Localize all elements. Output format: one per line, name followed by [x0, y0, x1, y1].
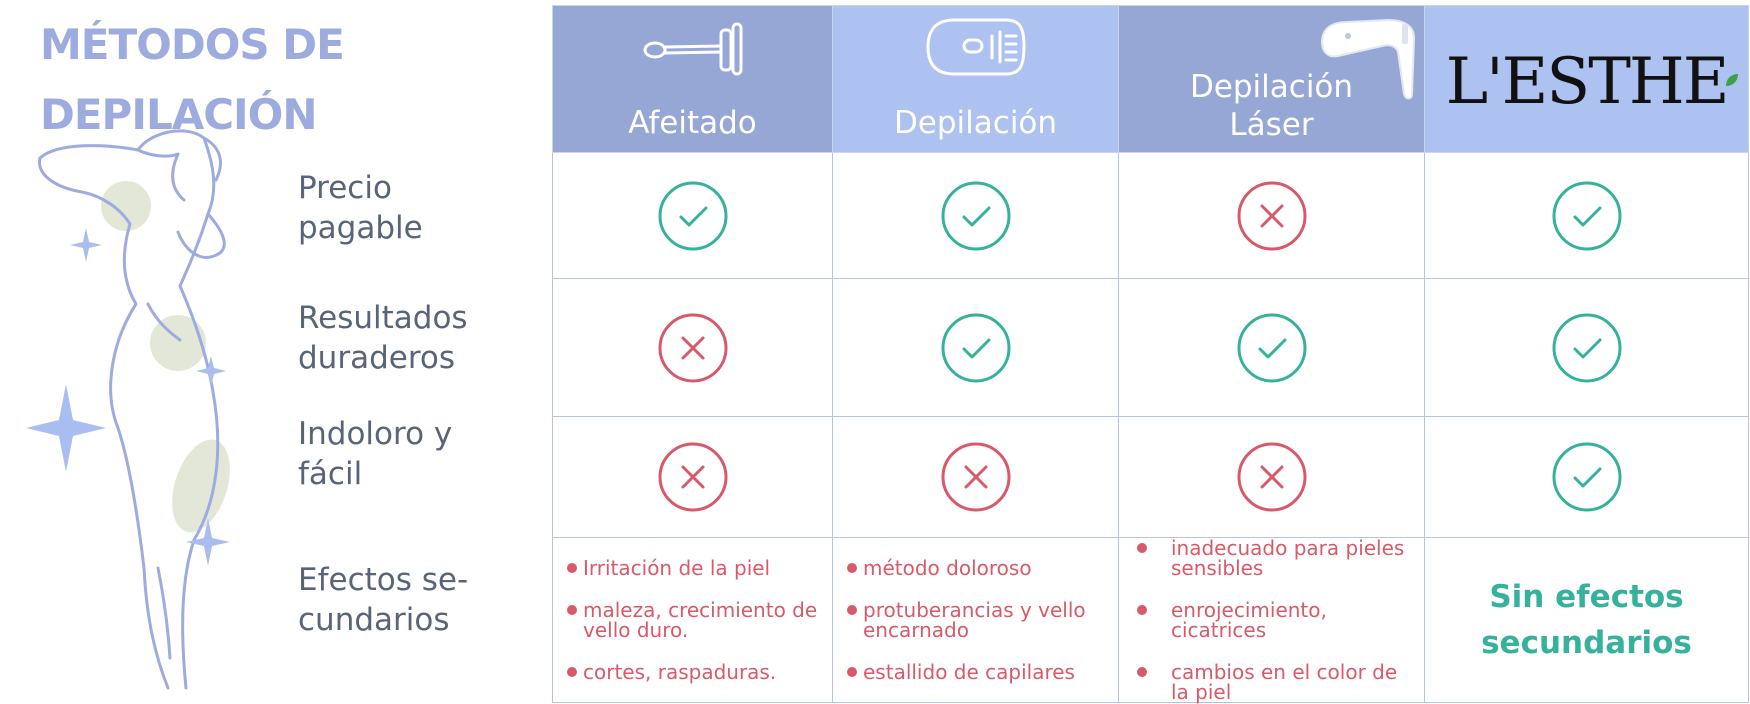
razor-icon: [643, 22, 742, 76]
cell-afeitado-precio: [552, 152, 833, 279]
check-icon: [1552, 442, 1621, 512]
no-side-effects-text: Sin efectos secundarios: [1425, 574, 1748, 666]
cell-laser-indoloro: [1118, 416, 1425, 538]
check-icon: [1237, 313, 1306, 382]
cell-depilacion-resultados: [832, 278, 1119, 417]
table-row: [552, 278, 1749, 417]
row-label-line: Indoloro y: [298, 416, 453, 452]
header-label-line: Depilación: [1189, 69, 1354, 105]
list-item: estallido de capilares: [847, 662, 1112, 682]
laser-device-icon: [1320, 18, 1416, 100]
row-label-line: Precio: [298, 170, 392, 206]
cell-depilacion-efectos: método doloroso protuberancias y vello e…: [832, 537, 1119, 703]
list-item: Irritación de la piel: [567, 558, 826, 578]
header-label: Depilación: [893, 105, 1058, 141]
comparison-table: Afeitado Depilación Depilación Lás: [552, 5, 1749, 703]
row-label-precio-pagable: Precio pagable: [298, 168, 423, 248]
cross-icon: [658, 313, 727, 382]
cross-icon: [658, 442, 727, 512]
cross-icon: [941, 442, 1010, 512]
cell-afeitado-indoloro: [552, 416, 833, 538]
check-icon: [1552, 313, 1621, 382]
cell-lesthe-precio: [1424, 152, 1749, 279]
cell-depilacion-indoloro: [832, 416, 1119, 538]
list-item: protuberancias y vello encarnado: [847, 600, 1112, 640]
check-icon: [941, 181, 1010, 250]
header-afeitado: Afeitado: [552, 5, 833, 153]
row-label-line: fácil: [298, 456, 363, 492]
table-row: Irritación de la piel maleza, crecimient…: [552, 537, 1749, 703]
header-label: Depilación Láser: [1119, 68, 1424, 152]
list-item: maleza, crecimiento de vello duro.: [567, 600, 826, 640]
table-header-row: Afeitado Depilación Depilación Lás: [552, 5, 1749, 153]
row-label-resultados-duraderos: Resultados duraderos: [298, 298, 468, 378]
brand-logo: L'ESTHE: [1445, 45, 1730, 119]
cell-laser-resultados: [1118, 278, 1425, 417]
cell-lesthe-resultados: [1424, 278, 1749, 417]
cell-laser-precio: [1118, 152, 1425, 279]
row-label-line: duraderos: [298, 340, 455, 376]
row-label-line: cundarios: [298, 602, 450, 638]
row-label-line: pagable: [298, 210, 423, 246]
epilator-icon: [925, 18, 1026, 76]
check-icon: [658, 181, 727, 250]
no-side-effects-line: Sin efectos: [1489, 579, 1684, 615]
check-icon: [1552, 181, 1621, 250]
page-title-line1: MÉTODOS DE: [40, 20, 345, 69]
list-item: método doloroso: [847, 558, 1112, 578]
cell-laser-efectos: inadecuado para pieles sensibles enrojec…: [1118, 537, 1425, 703]
side-effects-list: método doloroso protuberancias y vello e…: [833, 558, 1118, 682]
header-label: Afeitado: [628, 105, 757, 141]
leaf-icon: [1726, 74, 1738, 86]
header-lesthe: L'ESTHE: [1424, 5, 1749, 153]
list-item: cambios en el color de la piel: [1137, 662, 1418, 702]
row-label-line: Efectos se-: [298, 562, 469, 598]
side-effects-list: Irritación de la piel maleza, crecimient…: [553, 558, 832, 682]
cell-afeitado-resultados: [552, 278, 833, 417]
table-row: [552, 152, 1749, 279]
header-depilacion-laser: Depilación Láser: [1118, 5, 1425, 153]
header-depilacion: Depilación: [832, 5, 1119, 153]
row-label-indoloro-facil: Indoloro y fácil: [298, 414, 452, 494]
page-title: MÉTODOS DE DEPILACIÓN: [40, 10, 345, 150]
row-label-line: Resultados: [298, 300, 468, 336]
check-icon: [941, 313, 1010, 382]
side-effects-list: inadecuado para pieles sensibles enrojec…: [1119, 538, 1424, 702]
cell-depilacion-precio: [832, 152, 1119, 279]
woman-silhouette-illustration: [26, 129, 230, 690]
table-row: [552, 416, 1749, 538]
row-label-efectos-secundarios: Efectos se- cundarios: [298, 560, 468, 640]
no-side-effects-line: secundarios: [1481, 625, 1692, 661]
cross-icon: [1237, 181, 1306, 250]
list-item: inadecuado para pieles sensibles: [1137, 538, 1418, 578]
header-label-line: Láser: [1229, 107, 1314, 143]
cell-lesthe-indoloro: [1424, 416, 1749, 538]
list-item: enrojecimiento, cicatrices: [1137, 600, 1418, 640]
list-item: cortes, raspaduras.: [567, 662, 826, 682]
cell-lesthe-efectos: Sin efectos secundarios: [1424, 537, 1749, 703]
cross-icon: [1237, 442, 1306, 512]
cell-afeitado-efectos: Irritación de la piel maleza, crecimient…: [552, 537, 833, 703]
